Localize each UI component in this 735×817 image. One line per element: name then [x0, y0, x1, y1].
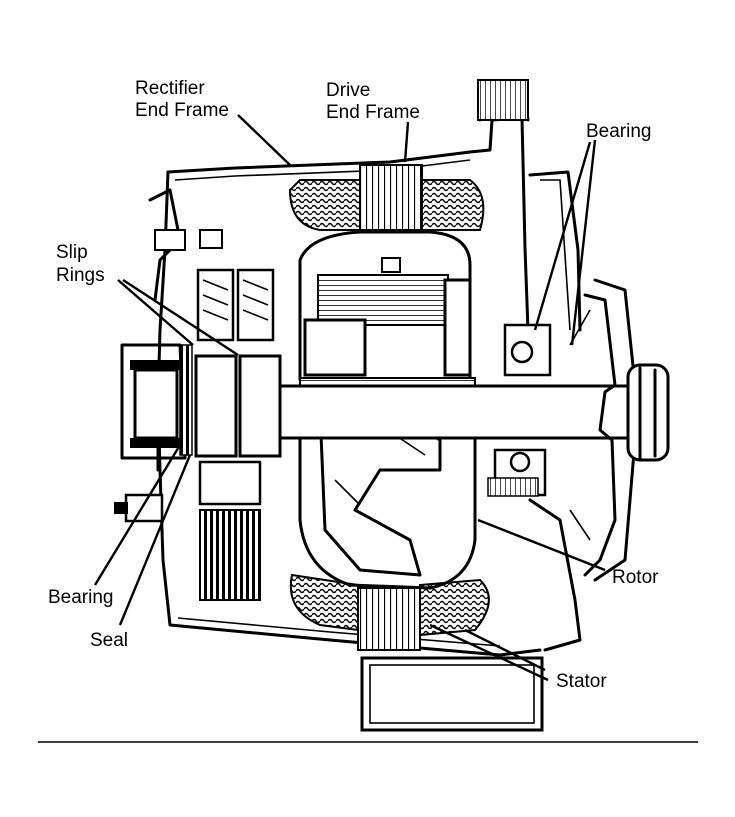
shaft — [278, 384, 637, 440]
leader-lines — [93, 114, 606, 682]
stator-top — [288, 164, 485, 231]
label-slip-rings-line2: Rings — [56, 265, 105, 286]
label-rotor: Rotor — [612, 567, 659, 588]
rectifier-pack — [114, 460, 262, 601]
cooling-fan-block — [360, 656, 544, 732]
drive-bearing — [487, 323, 552, 497]
label-rectifier-end-frame-line2: End Frame — [135, 100, 229, 121]
label-stator: Stator — [556, 671, 607, 692]
label-drive-end-frame-line1: Drive — [326, 80, 370, 101]
label-bearing-top: Bearing — [586, 121, 652, 142]
pulley — [569, 278, 670, 582]
label-rectifier-end-frame-line1: Rectifier — [135, 78, 205, 99]
brush-assembly — [148, 188, 275, 342]
callout-labels: Rectifier End Frame Drive End Frame Bear… — [48, 78, 659, 692]
label-seal: Seal — [90, 630, 128, 651]
label-bearing-bottom: Bearing — [48, 587, 114, 608]
label-slip-rings-line1: Slip — [56, 242, 88, 263]
stator-bottom — [289, 573, 490, 651]
slip-rings-part — [194, 354, 282, 458]
rectifier-bearing — [120, 343, 193, 460]
label-drive-end-frame-line2: End Frame — [326, 102, 420, 123]
